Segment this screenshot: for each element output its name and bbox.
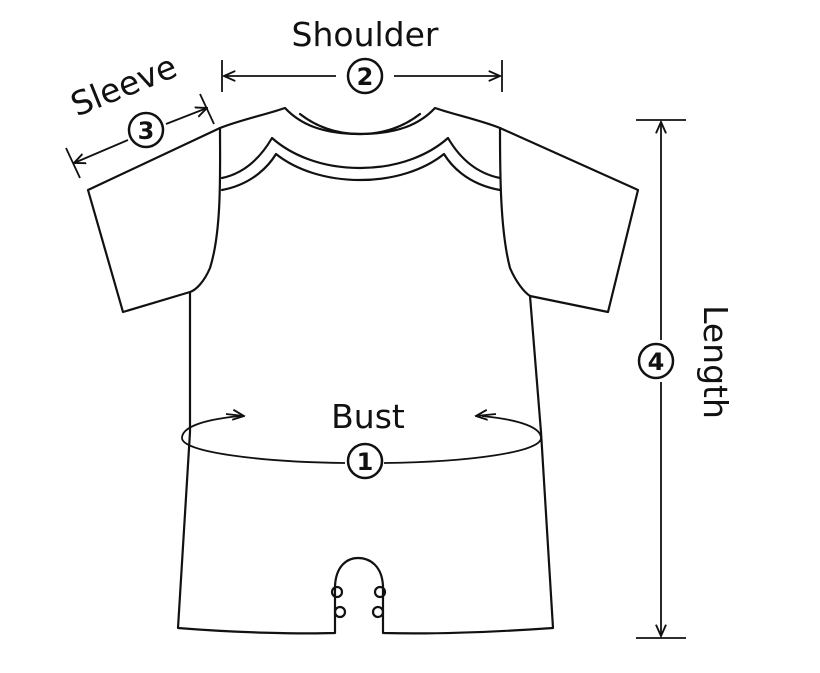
sleeve-line-left bbox=[74, 139, 129, 163]
collar-band bbox=[220, 136, 502, 180]
length-label: Length bbox=[696, 305, 735, 419]
snap-button bbox=[371, 605, 385, 619]
neckline bbox=[298, 112, 422, 136]
sleeve-label: Sleeve bbox=[65, 47, 182, 125]
snap-button bbox=[373, 585, 387, 599]
sleeve-left-tick bbox=[65, 147, 81, 179]
snap-button bbox=[330, 585, 344, 599]
collar-band-inner bbox=[220, 152, 502, 192]
bust-label: Bust bbox=[331, 397, 405, 436]
bust-number: 1 bbox=[357, 448, 374, 476]
sleeve-measurement: Sleeve 3 bbox=[65, 47, 215, 179]
left-armhole-seam bbox=[188, 126, 222, 294]
bust-number-badge bbox=[346, 442, 384, 480]
bust-measurement: Bust 1 bbox=[181, 397, 542, 480]
shoulder-label: Shoulder bbox=[292, 15, 439, 54]
length-measurement: 4 Length bbox=[636, 119, 735, 639]
length-number-badge bbox=[637, 342, 675, 380]
right-armhole-seam bbox=[498, 126, 532, 298]
romper-outline bbox=[86, 106, 640, 635]
shoulder-number-badge bbox=[346, 57, 384, 95]
bust-ellipse-line bbox=[181, 415, 346, 464]
sleeve-line-right bbox=[165, 108, 207, 125]
snap-button bbox=[333, 605, 347, 619]
length-number: 4 bbox=[648, 348, 665, 376]
shoulder-measurement: Shoulder 2 bbox=[221, 15, 503, 95]
sleeve-number: 3 bbox=[138, 117, 155, 145]
shoulder-number: 2 bbox=[357, 63, 374, 91]
sleeve-number-badge bbox=[127, 111, 165, 149]
romper-body bbox=[86, 106, 640, 635]
